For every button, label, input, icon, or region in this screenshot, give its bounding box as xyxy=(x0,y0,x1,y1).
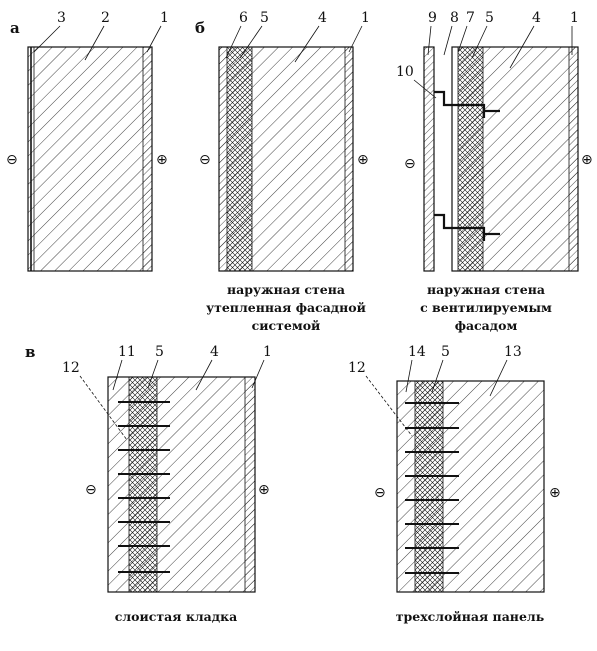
caption-line-2: с вентилируемым xyxy=(420,300,552,315)
panel-label-a: а xyxy=(10,19,20,37)
insulation-5 xyxy=(415,381,443,592)
panel-label-v: в xyxy=(25,343,35,361)
caption-line-1: слоистая кладка xyxy=(115,609,237,624)
caption-line-1: наружная стена xyxy=(427,282,545,297)
number-12: 12 xyxy=(62,360,80,376)
bracket-lower xyxy=(434,213,486,241)
number-9: 9 xyxy=(428,10,437,26)
cladding-9 xyxy=(424,47,434,271)
plus-sign: ⊕ xyxy=(581,152,593,168)
minus-sign: ⊖ xyxy=(85,482,97,498)
number-14: 14 xyxy=(408,344,426,360)
number-7: 7 xyxy=(466,10,475,26)
plus-sign: ⊕ xyxy=(549,485,561,501)
panel-trilayer: 14 5 13 12 ⊖ ⊕ трехслойная панель xyxy=(348,344,561,624)
panel-b: б 6 5 4 1 ⊖ ⊕ наружная стена утепленная … xyxy=(195,10,370,333)
membrane-7 xyxy=(452,47,458,271)
layer-1 xyxy=(143,47,152,271)
layer-1 xyxy=(245,377,255,592)
number-6: 6 xyxy=(239,10,248,26)
panel-label-b: б xyxy=(195,19,205,37)
number-13: 13 xyxy=(504,344,522,360)
caption-line-3: фасадом xyxy=(455,318,518,333)
number-5: 5 xyxy=(260,10,269,26)
minus-sign: ⊖ xyxy=(6,152,18,168)
number-12: 12 xyxy=(348,360,366,376)
plus-sign: ⊕ xyxy=(156,152,168,168)
number-4: 4 xyxy=(210,344,219,360)
number-1: 1 xyxy=(263,344,272,360)
minus-sign: ⊖ xyxy=(374,485,386,501)
panel-c: 9 8 7 5 4 1 10 ⊖ ⊕ наружная стена с xyxy=(396,10,593,333)
number-11: 11 xyxy=(118,344,136,360)
minus-sign: ⊖ xyxy=(199,152,211,168)
panel-v: в 11 5 4 1 12 ⊖ ⊕ слоистая кладка xyxy=(25,343,272,624)
layer-6 xyxy=(219,47,227,271)
plus-sign: ⊕ xyxy=(258,482,270,498)
ties-12 xyxy=(118,401,170,573)
insulation-5 xyxy=(129,377,157,592)
layer-1 xyxy=(569,47,578,271)
layer-1 xyxy=(345,47,353,271)
wall-layer-2 xyxy=(28,47,152,271)
number-1: 1 xyxy=(361,10,370,26)
number-3: 3 xyxy=(57,10,66,26)
number-5: 5 xyxy=(485,10,494,26)
number-4: 4 xyxy=(318,10,327,26)
insulation-5 xyxy=(458,47,483,271)
ties-12 xyxy=(405,402,459,574)
plus-sign: ⊕ xyxy=(357,152,369,168)
number-2: 2 xyxy=(101,10,110,26)
number-10: 10 xyxy=(396,64,414,80)
minus-sign: ⊖ xyxy=(404,156,416,172)
number-5: 5 xyxy=(155,344,164,360)
number-8: 8 xyxy=(450,10,459,26)
number-1: 1 xyxy=(160,10,169,26)
panel-a: а 3 2 1 ⊖ ⊕ xyxy=(6,10,169,272)
caption-line-2: утепленная фасадной xyxy=(206,300,366,315)
bracket-upper xyxy=(434,90,486,118)
caption-line-3: системой xyxy=(252,318,321,333)
number-4: 4 xyxy=(532,10,541,26)
caption-line-1: трехслойная панель xyxy=(396,609,544,624)
caption-line-1: наружная стена xyxy=(227,282,345,297)
number-1: 1 xyxy=(570,10,579,26)
insulation-5 xyxy=(227,47,252,271)
number-5: 5 xyxy=(441,344,450,360)
